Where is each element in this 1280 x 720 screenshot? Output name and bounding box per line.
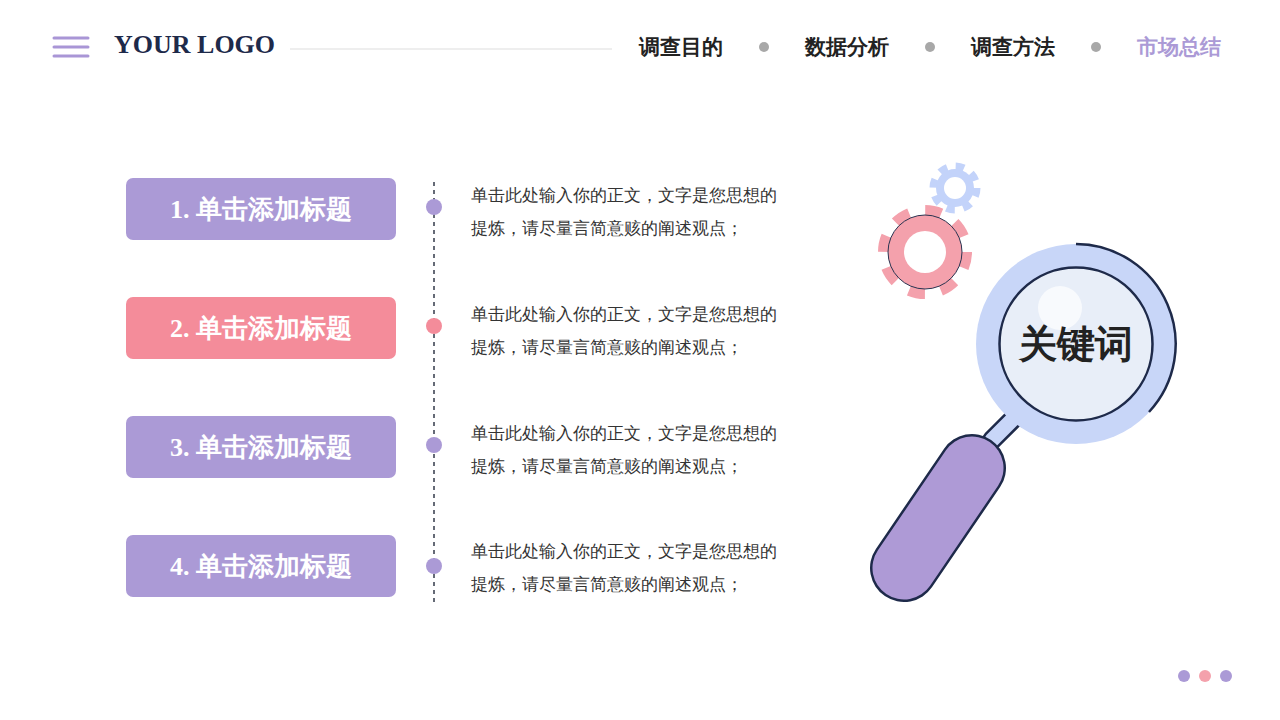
title-pill: 1. 单击添加标题 [126, 178, 396, 240]
keyword-text: 关键词 [1019, 319, 1133, 370]
header-rule [290, 49, 612, 50]
body-text: 单击此处输入你的正文，文字是您思想的 提炼，请尽量言简意赅的阐述观点； [471, 535, 786, 601]
keyword-lens: 关键词 [998, 266, 1154, 422]
title-pill: 2. 单击添加标题 [126, 297, 396, 359]
lens-circle [1000, 268, 1153, 421]
timeline-dots [426, 199, 442, 574]
title-text: 1. 单击添加标题 [170, 192, 352, 227]
nav-item: 调查目的 [639, 33, 723, 61]
body-text: 单击此处输入你的正文，文字是您思想的 提炼，请尽量言简意赅的阐述观点； [471, 179, 786, 245]
title-pill: 4. 单击添加标题 [126, 535, 396, 597]
body-text: 单击此处输入你的正文，文字是您思想的 提炼，请尽量言简意赅的阐述观点； [471, 417, 786, 483]
gear-pink [885, 212, 965, 292]
logo-icon [54, 38, 88, 56]
gear-blue [934, 167, 976, 209]
timeline [433, 182, 435, 602]
title-text: 3. 单击添加标题 [170, 430, 352, 465]
magnifier-handle [904, 408, 1024, 568]
nav-item: 数据分析 [805, 33, 889, 61]
title-pill: 3. 单击添加标题 [126, 416, 396, 478]
title-text: 4. 单击添加标题 [170, 549, 352, 584]
nav-item: 调查方法 [971, 33, 1055, 61]
nav-item-active: 市场总结 [1137, 33, 1221, 61]
logo-text: YOUR LOGO [114, 30, 275, 60]
title-text: 2. 单击添加标题 [170, 311, 352, 346]
body-text: 单击此处输入你的正文，文字是您思想的 提炼，请尽量言简意赅的阐述观点； [471, 298, 786, 364]
page-dots [1178, 670, 1232, 682]
magnifier-rim [976, 244, 1176, 444]
